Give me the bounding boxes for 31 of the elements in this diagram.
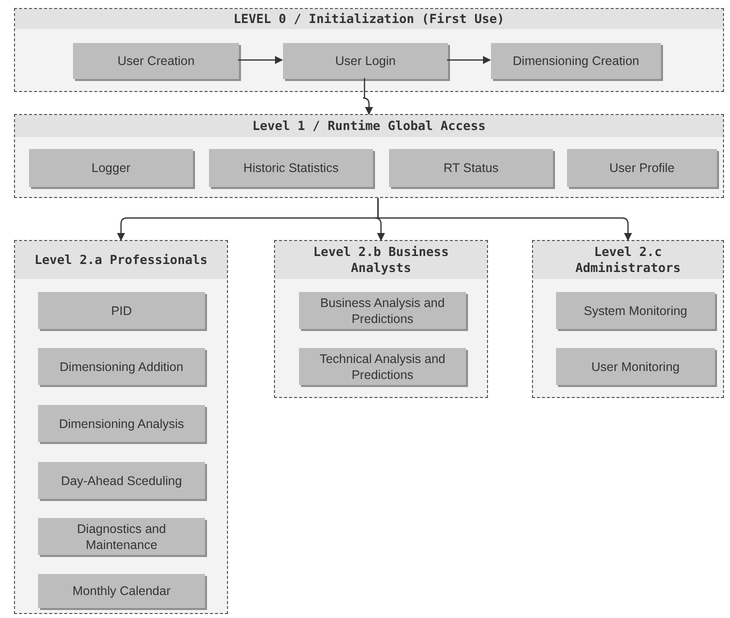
process-box: Diagnostics and Maintenance xyxy=(38,518,205,555)
group-heading: Level 2.b Business Analysts xyxy=(312,243,450,277)
arrow xyxy=(377,198,632,241)
process-box: Dimensioning Creation xyxy=(491,43,661,79)
group-container xyxy=(274,240,488,398)
process-box: System Monitoring xyxy=(556,292,715,329)
process-box: Historic Statistics xyxy=(209,149,373,187)
process-box: Dimensioning Addition xyxy=(38,348,205,385)
process-box: Logger xyxy=(29,149,193,187)
group-heading: Level 1 / Runtime Global Access xyxy=(251,117,487,135)
process-box: Dimensioning Analysis xyxy=(38,405,205,442)
process-box: Monthly Calendar xyxy=(38,574,205,608)
arrow xyxy=(238,56,283,64)
process-box: Technical Analysis and Predictions xyxy=(299,348,466,385)
arrow xyxy=(362,78,373,115)
arrow xyxy=(447,56,491,64)
process-box: Business Analysis and Predictions xyxy=(299,292,466,329)
process-box: User Login xyxy=(283,43,448,79)
group-container xyxy=(532,240,724,398)
group-container xyxy=(14,114,724,198)
process-box: User Profile xyxy=(567,149,717,187)
process-box: User Monitoring xyxy=(556,348,715,385)
process-box: PID xyxy=(38,292,205,329)
group-heading: LEVEL 0 / Initialization (First Use) xyxy=(232,10,506,28)
process-box: RT Status xyxy=(389,149,553,187)
process-box: Day-Ahead Sceduling xyxy=(38,462,205,499)
process-box: User Creation xyxy=(73,43,239,79)
group-container xyxy=(14,8,724,92)
group-heading: Level 2.c Administrators xyxy=(574,243,682,277)
group-heading: Level 2.a Professionals xyxy=(33,251,209,269)
group-container xyxy=(14,240,228,614)
